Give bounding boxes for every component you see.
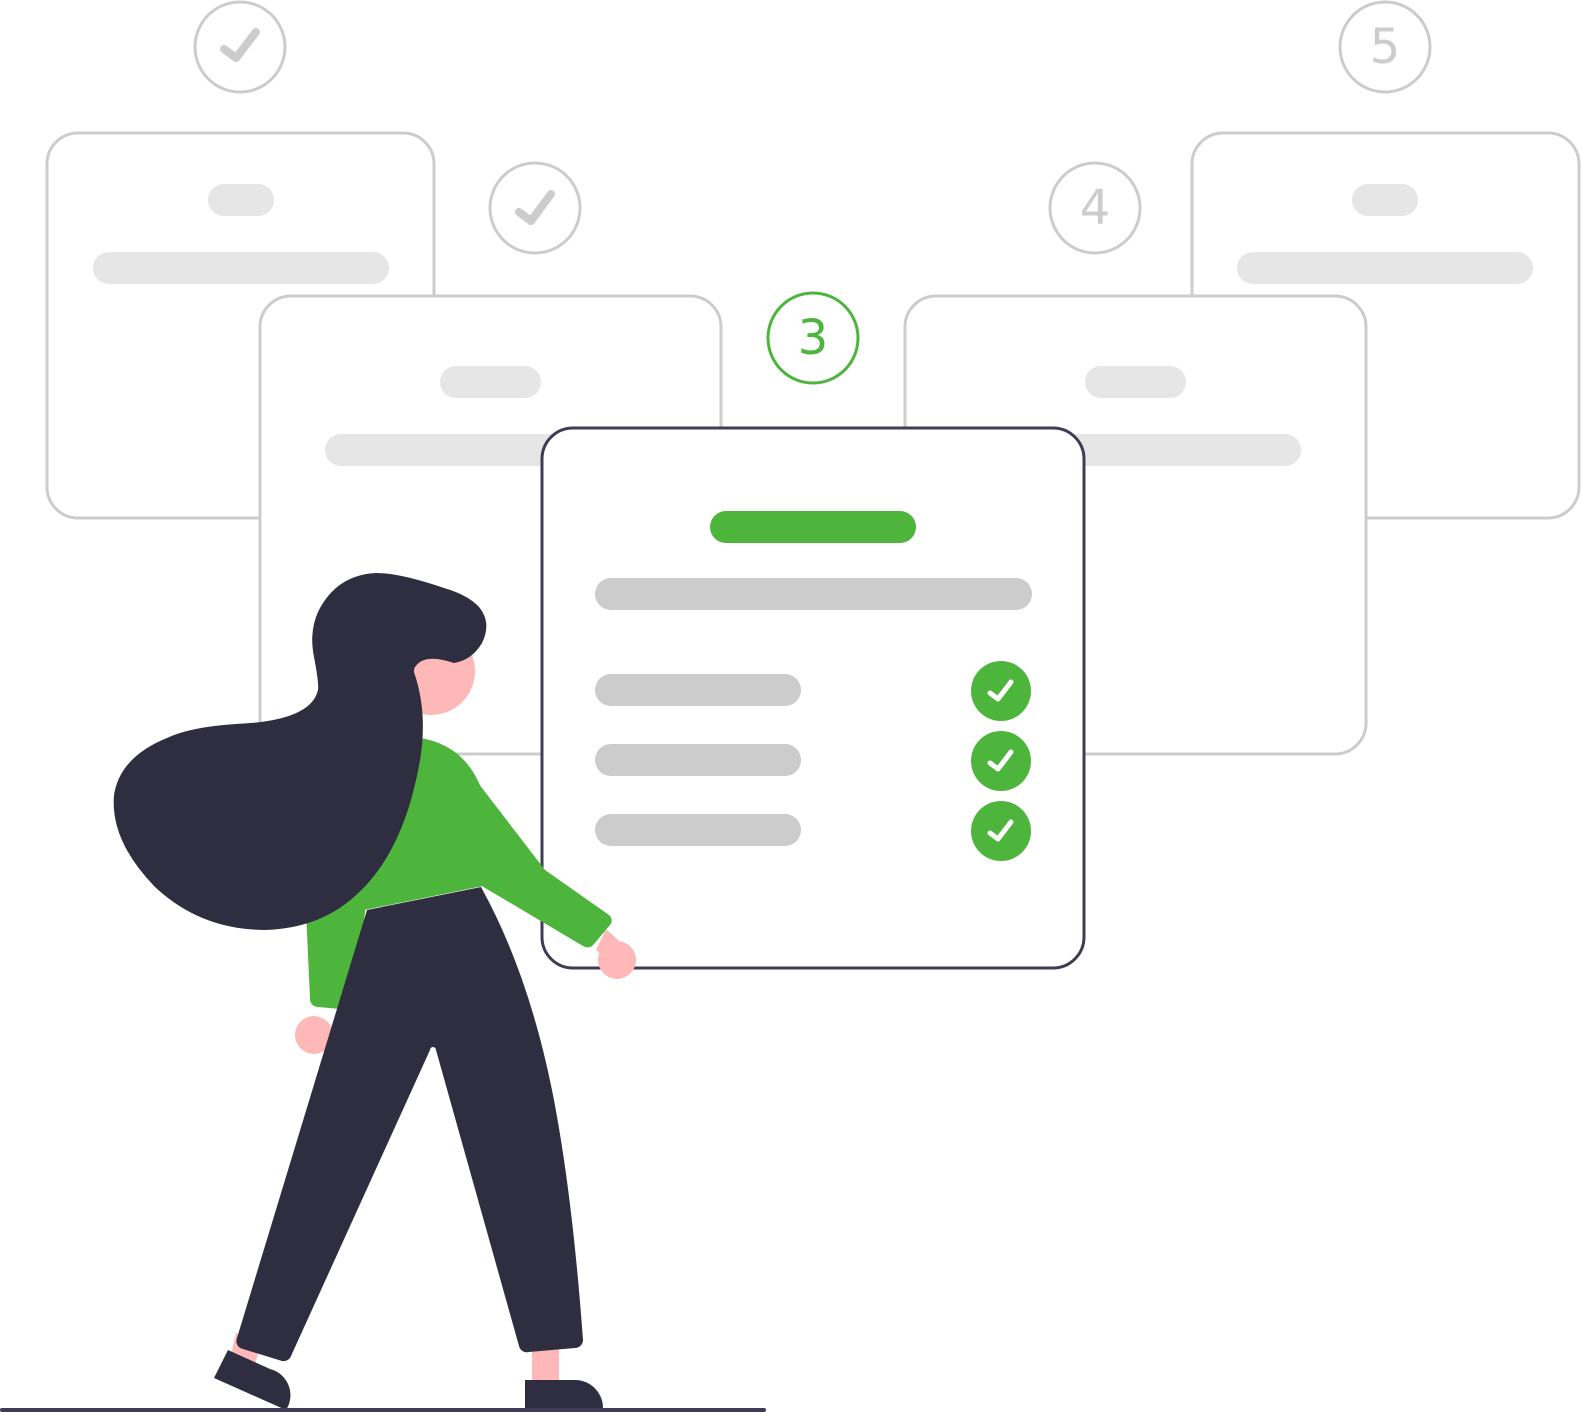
step-5-line-placeholder [1237,252,1533,284]
step-3-badge [766,291,860,385]
step-5-badge [1338,0,1432,94]
checklist-line-placeholder [595,744,801,776]
back-shoe [525,1380,603,1408]
step-2-badge [488,161,582,255]
step-1-line-placeholder [93,252,389,284]
check-mark-icon [515,190,555,225]
ground-line [0,1408,766,1412]
step-1-title-placeholder [208,184,274,216]
step-4-title-placeholder [1085,366,1186,398]
front-shoe [214,1350,291,1410]
checklist-item [595,661,1031,721]
check-mark-icon [987,819,1014,842]
right-hand [598,941,636,979]
step-5-number: 5 [1370,19,1401,75]
step-2-title-placeholder [440,366,541,398]
check-mark-icon [987,749,1014,772]
step-3-subtitle-placeholder [595,578,1032,610]
step-3-title-bar [710,511,916,543]
step-3-number: 3 [798,310,829,366]
check-mark-icon [220,28,260,62]
woman-figure [113,573,636,1410]
checklist-item [595,801,1031,861]
right-sleeve [472,775,612,948]
check-mark-icon [987,679,1014,702]
checklist-line-placeholder [595,674,801,706]
pants [236,887,583,1362]
step-4-number: 4 [1080,180,1111,236]
checklist-item [595,731,1031,791]
left-hand [295,1016,333,1054]
step-5-title-placeholder [1352,184,1418,216]
checklist-line-placeholder [595,814,801,846]
step-3-badge-group: 3 [766,291,860,385]
step-4-badge [1048,161,1142,255]
step-3-active-card-group [540,426,1086,970]
hair [113,573,487,930]
